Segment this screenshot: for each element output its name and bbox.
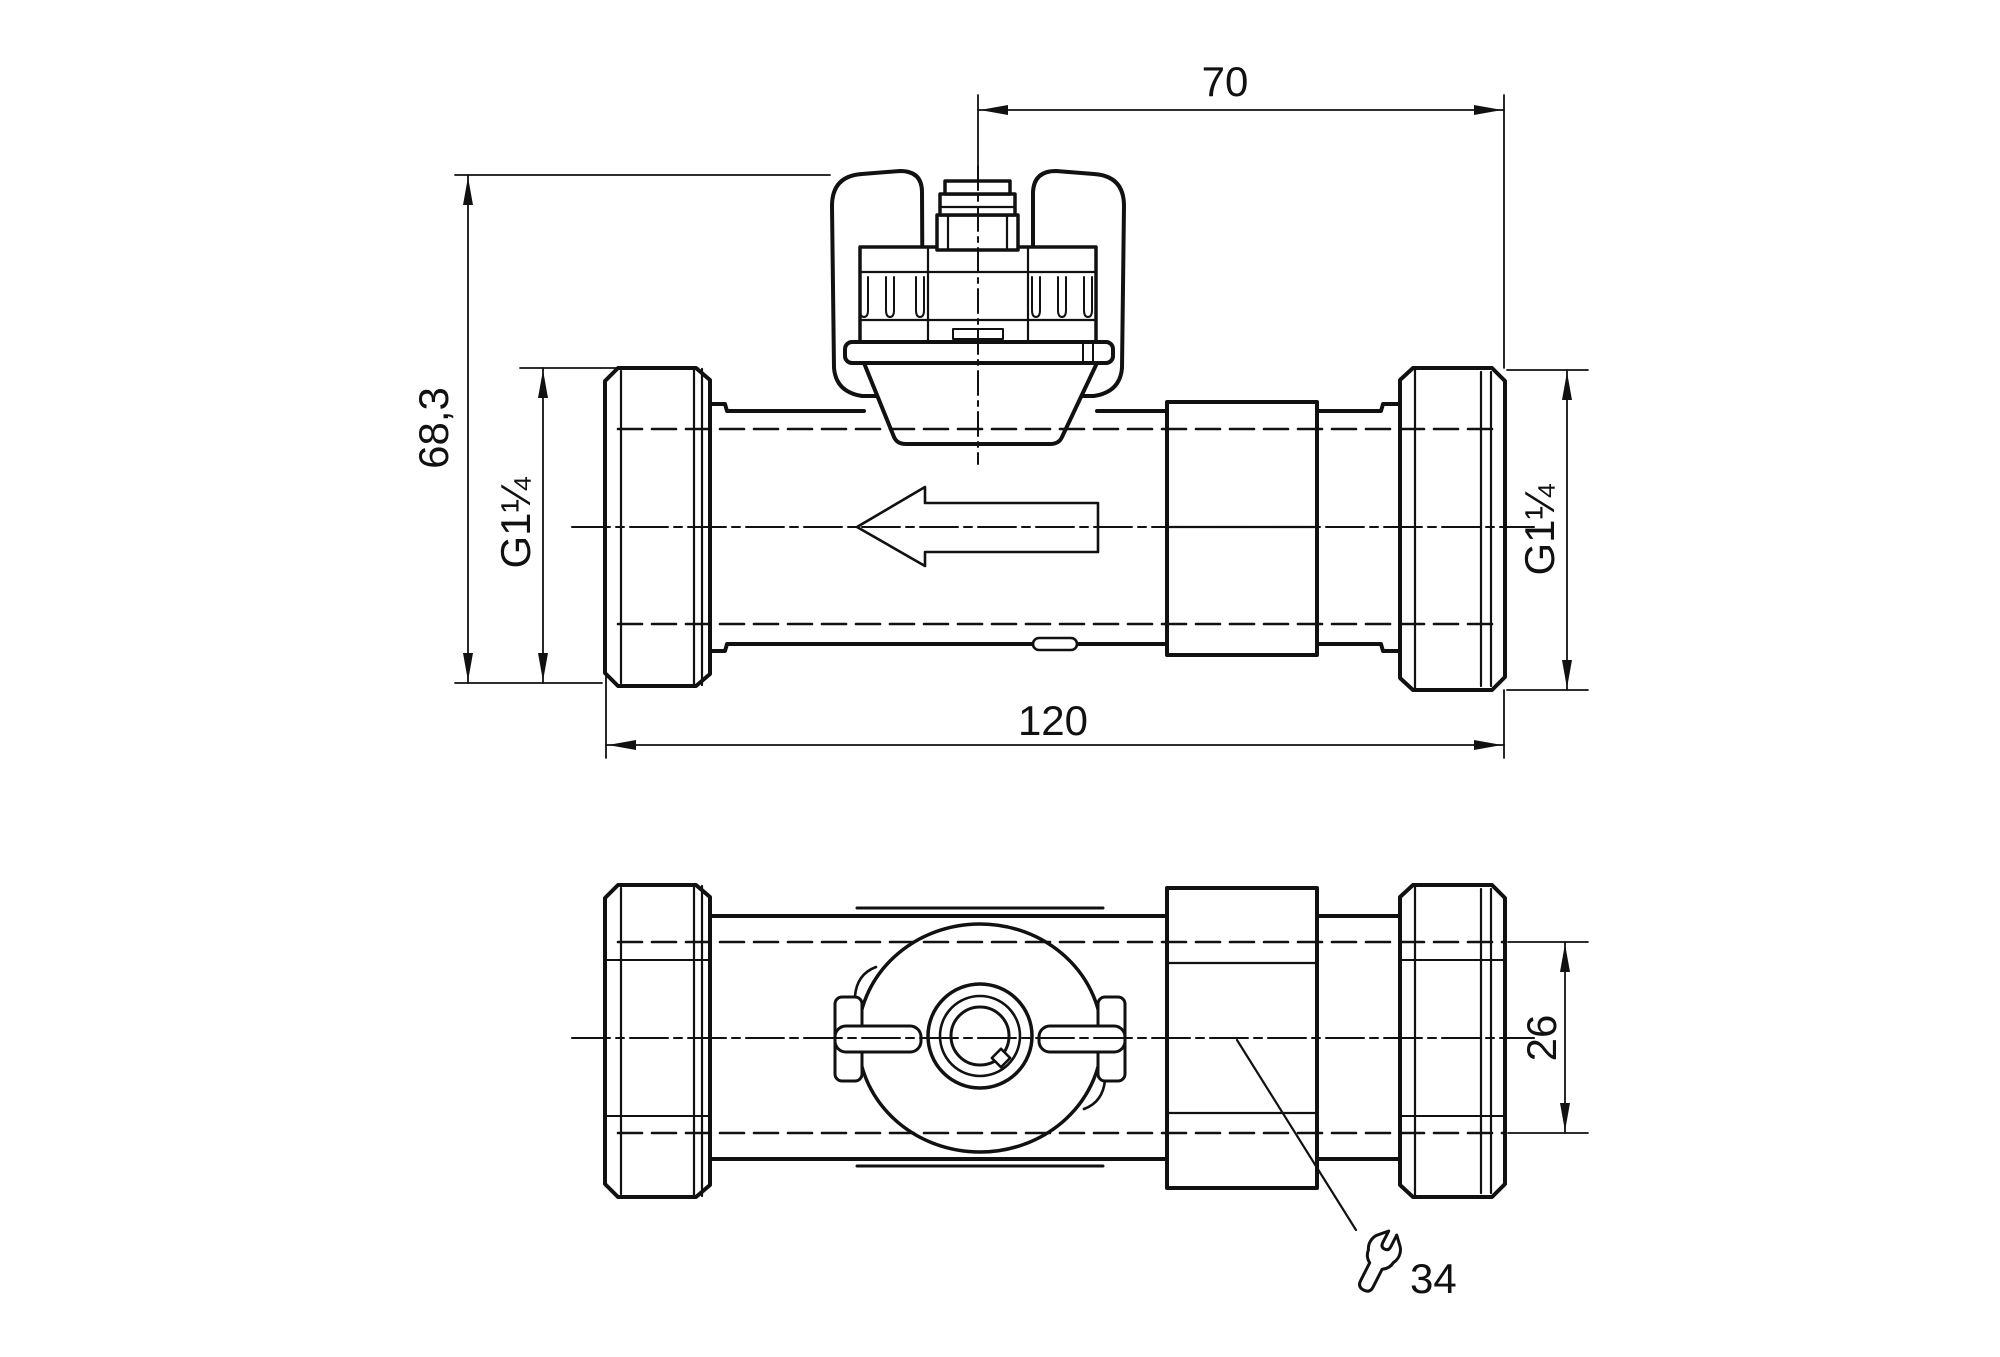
dim-26-label: 26 — [1518, 1015, 1565, 1062]
dim-34-label: 34 — [1410, 1255, 1457, 1302]
dim-70-label: 70 — [1202, 58, 1249, 105]
side-view — [571, 165, 1535, 692]
dimension-70: 70 — [977, 58, 1505, 369]
fitting-right — [1398, 366, 1507, 692]
connector-m12 — [935, 179, 1020, 252]
dimension-g114-right: G1¼ — [1506, 369, 1589, 691]
dimensions: 70 68,3 G1¼ G1¼ — [410, 58, 1589, 1302]
fitting-right-top — [1398, 883, 1507, 1199]
wrench-size-callout: 34 — [1358, 1229, 1457, 1302]
wing-wedge-right — [1082, 1078, 1107, 1111]
dimension-26: 26 — [1507, 941, 1589, 1134]
dimension-68-3: 68,3 — [410, 174, 831, 684]
top-view — [571, 883, 1535, 1232]
connector-ring-inner — [949, 1005, 1011, 1067]
sensor-probe — [862, 361, 1099, 446]
fitting-left-top — [603, 883, 712, 1199]
hidden-lines-top — [616, 940, 1507, 1135]
wrench-icon — [1358, 1229, 1402, 1293]
dim-120-label: 120 — [1018, 697, 1088, 744]
wing-wedge-left — [853, 965, 878, 998]
dim-68-3-label: 68,3 — [410, 387, 457, 469]
bottom-tab — [1031, 636, 1079, 652]
dimension-120: 120 — [605, 664, 1505, 759]
connector-keyway — [990, 1047, 1012, 1069]
hidden-lines-side — [616, 427, 1502, 626]
tube-body — [708, 402, 1400, 653]
connector-ring-mid — [938, 994, 1022, 1078]
dim-g114-left-label: G1¼ — [492, 477, 539, 569]
connector-ring-outer — [926, 982, 1034, 1090]
dimension-g114-left: G1¼ — [492, 367, 699, 684]
dim-g114-right-label: G1¼ — [1516, 484, 1563, 576]
tube-body-top — [708, 906, 1402, 1168]
leader-line — [1235, 1038, 1358, 1232]
union-nut — [1165, 400, 1319, 657]
